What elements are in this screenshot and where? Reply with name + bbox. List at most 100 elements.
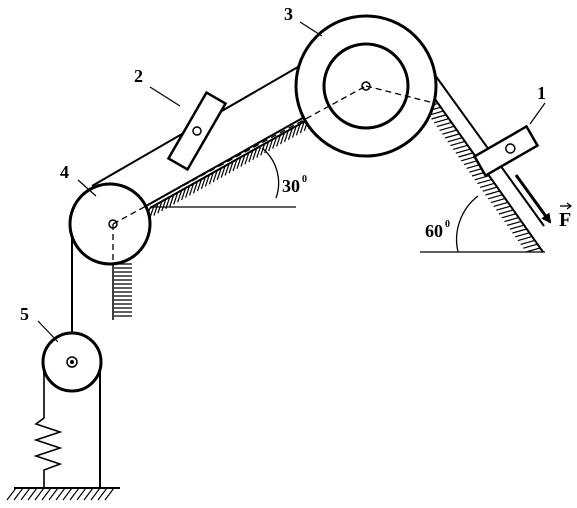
hatch-mark <box>244 152 250 165</box>
hatch-mark <box>523 243 538 249</box>
hatch-mark <box>434 118 449 124</box>
hatch-mark <box>69 487 80 501</box>
hatch-mark <box>177 189 183 203</box>
hatch-mark <box>252 147 258 161</box>
hatch-mark <box>192 181 199 194</box>
hatch-mark <box>173 192 179 205</box>
hatch-mark <box>62 487 73 501</box>
hatch-mark <box>488 194 503 200</box>
hatch-mark <box>97 487 108 501</box>
label-body-1: 1 <box>537 83 546 103</box>
pulley-5 <box>41 331 103 393</box>
hatch-mark <box>169 194 175 207</box>
hatch-mark <box>220 165 226 178</box>
hatch-mark <box>228 160 234 174</box>
hatch-mark <box>474 175 489 181</box>
hatch-mark <box>196 178 203 192</box>
hatch-mark <box>439 125 454 131</box>
hatch-mark <box>525 247 541 253</box>
hatch-mark <box>240 154 246 167</box>
hatch-mark <box>276 134 282 147</box>
hatch-mark <box>450 141 465 147</box>
pulley-4 <box>68 182 152 266</box>
hatch-mark <box>224 163 230 176</box>
hatch-mark <box>13 487 24 501</box>
hatch-mark <box>517 236 533 242</box>
force-symbol: F <box>559 209 571 231</box>
hatch-mark <box>200 176 206 189</box>
hatch-mark <box>161 198 167 212</box>
hatch-mark <box>287 127 294 140</box>
hatch-mark <box>463 160 479 166</box>
hatch-mark <box>479 182 495 188</box>
label-body-4: 4 <box>60 162 69 182</box>
hatch-mark <box>477 179 492 185</box>
hatch-mark <box>490 198 506 204</box>
hatch-mark <box>498 209 514 215</box>
hatch-mark <box>27 487 38 501</box>
hatch-mark <box>208 172 214 185</box>
hatch-mark <box>104 487 115 501</box>
spring <box>33 374 63 488</box>
hatch-mark <box>458 152 473 158</box>
angle-arc-30 <box>261 147 280 199</box>
hatch-mark <box>485 190 500 196</box>
hatch-mark <box>204 174 210 187</box>
hatch-mark <box>185 185 191 198</box>
label-body-3: 3 <box>284 4 293 24</box>
angle-label-30: 30 <box>282 176 300 196</box>
hatch-mark <box>268 138 274 152</box>
hatch-mark <box>283 129 290 143</box>
hatch-mark <box>442 129 457 135</box>
hatch-mark <box>34 487 45 501</box>
hatch-mark <box>520 239 535 245</box>
hatch-mark <box>504 217 519 223</box>
block-2 <box>166 90 228 172</box>
hatch-mark <box>48 487 59 501</box>
block-1 <box>472 124 540 178</box>
label-body-2: 2 <box>134 66 143 86</box>
pulley4-support <box>112 262 133 320</box>
force-label: F <box>559 202 572 231</box>
dashed-lines <box>112 85 431 262</box>
hatch-mark <box>455 148 470 154</box>
hatch-mark <box>153 203 159 216</box>
force-arrow <box>514 174 552 224</box>
hatch-mark <box>188 183 195 196</box>
hatch-mark <box>232 158 238 172</box>
hatch-mark <box>236 156 242 169</box>
leader-lines <box>37 21 546 343</box>
angle-label-60: 60 <box>425 221 443 241</box>
hatch-mark <box>212 169 218 183</box>
hatch-mark <box>295 123 301 136</box>
hatch-mark <box>280 132 286 145</box>
hatch-mark <box>216 167 222 181</box>
hatch-mark <box>6 487 17 501</box>
hatch-mark <box>482 186 497 192</box>
hatch-mark <box>496 205 511 211</box>
hatch-mark <box>256 145 262 158</box>
label-body-5: 5 <box>20 304 29 324</box>
hatch-mark <box>493 201 508 207</box>
hatch-mark <box>83 487 94 501</box>
hatch-mark <box>76 487 87 501</box>
hatch-mark <box>41 487 52 501</box>
hatch-mark <box>90 487 101 501</box>
hatch-mark <box>461 156 476 162</box>
degree-sign-60: 0 <box>445 219 450 230</box>
hatch-mark <box>436 122 452 128</box>
hatch-mark <box>515 232 530 238</box>
hatch-mark <box>272 136 278 149</box>
hatch-mark <box>501 213 516 219</box>
hatch-mark <box>55 487 66 501</box>
hatch-mark <box>291 125 298 138</box>
ground <box>6 487 120 501</box>
hatch-mark <box>20 487 31 501</box>
hatch-mark <box>248 149 254 163</box>
hatch-mark <box>447 137 462 143</box>
hatch-mark <box>181 187 187 201</box>
hatch-mark <box>512 228 527 234</box>
hatch-mark <box>444 133 460 139</box>
